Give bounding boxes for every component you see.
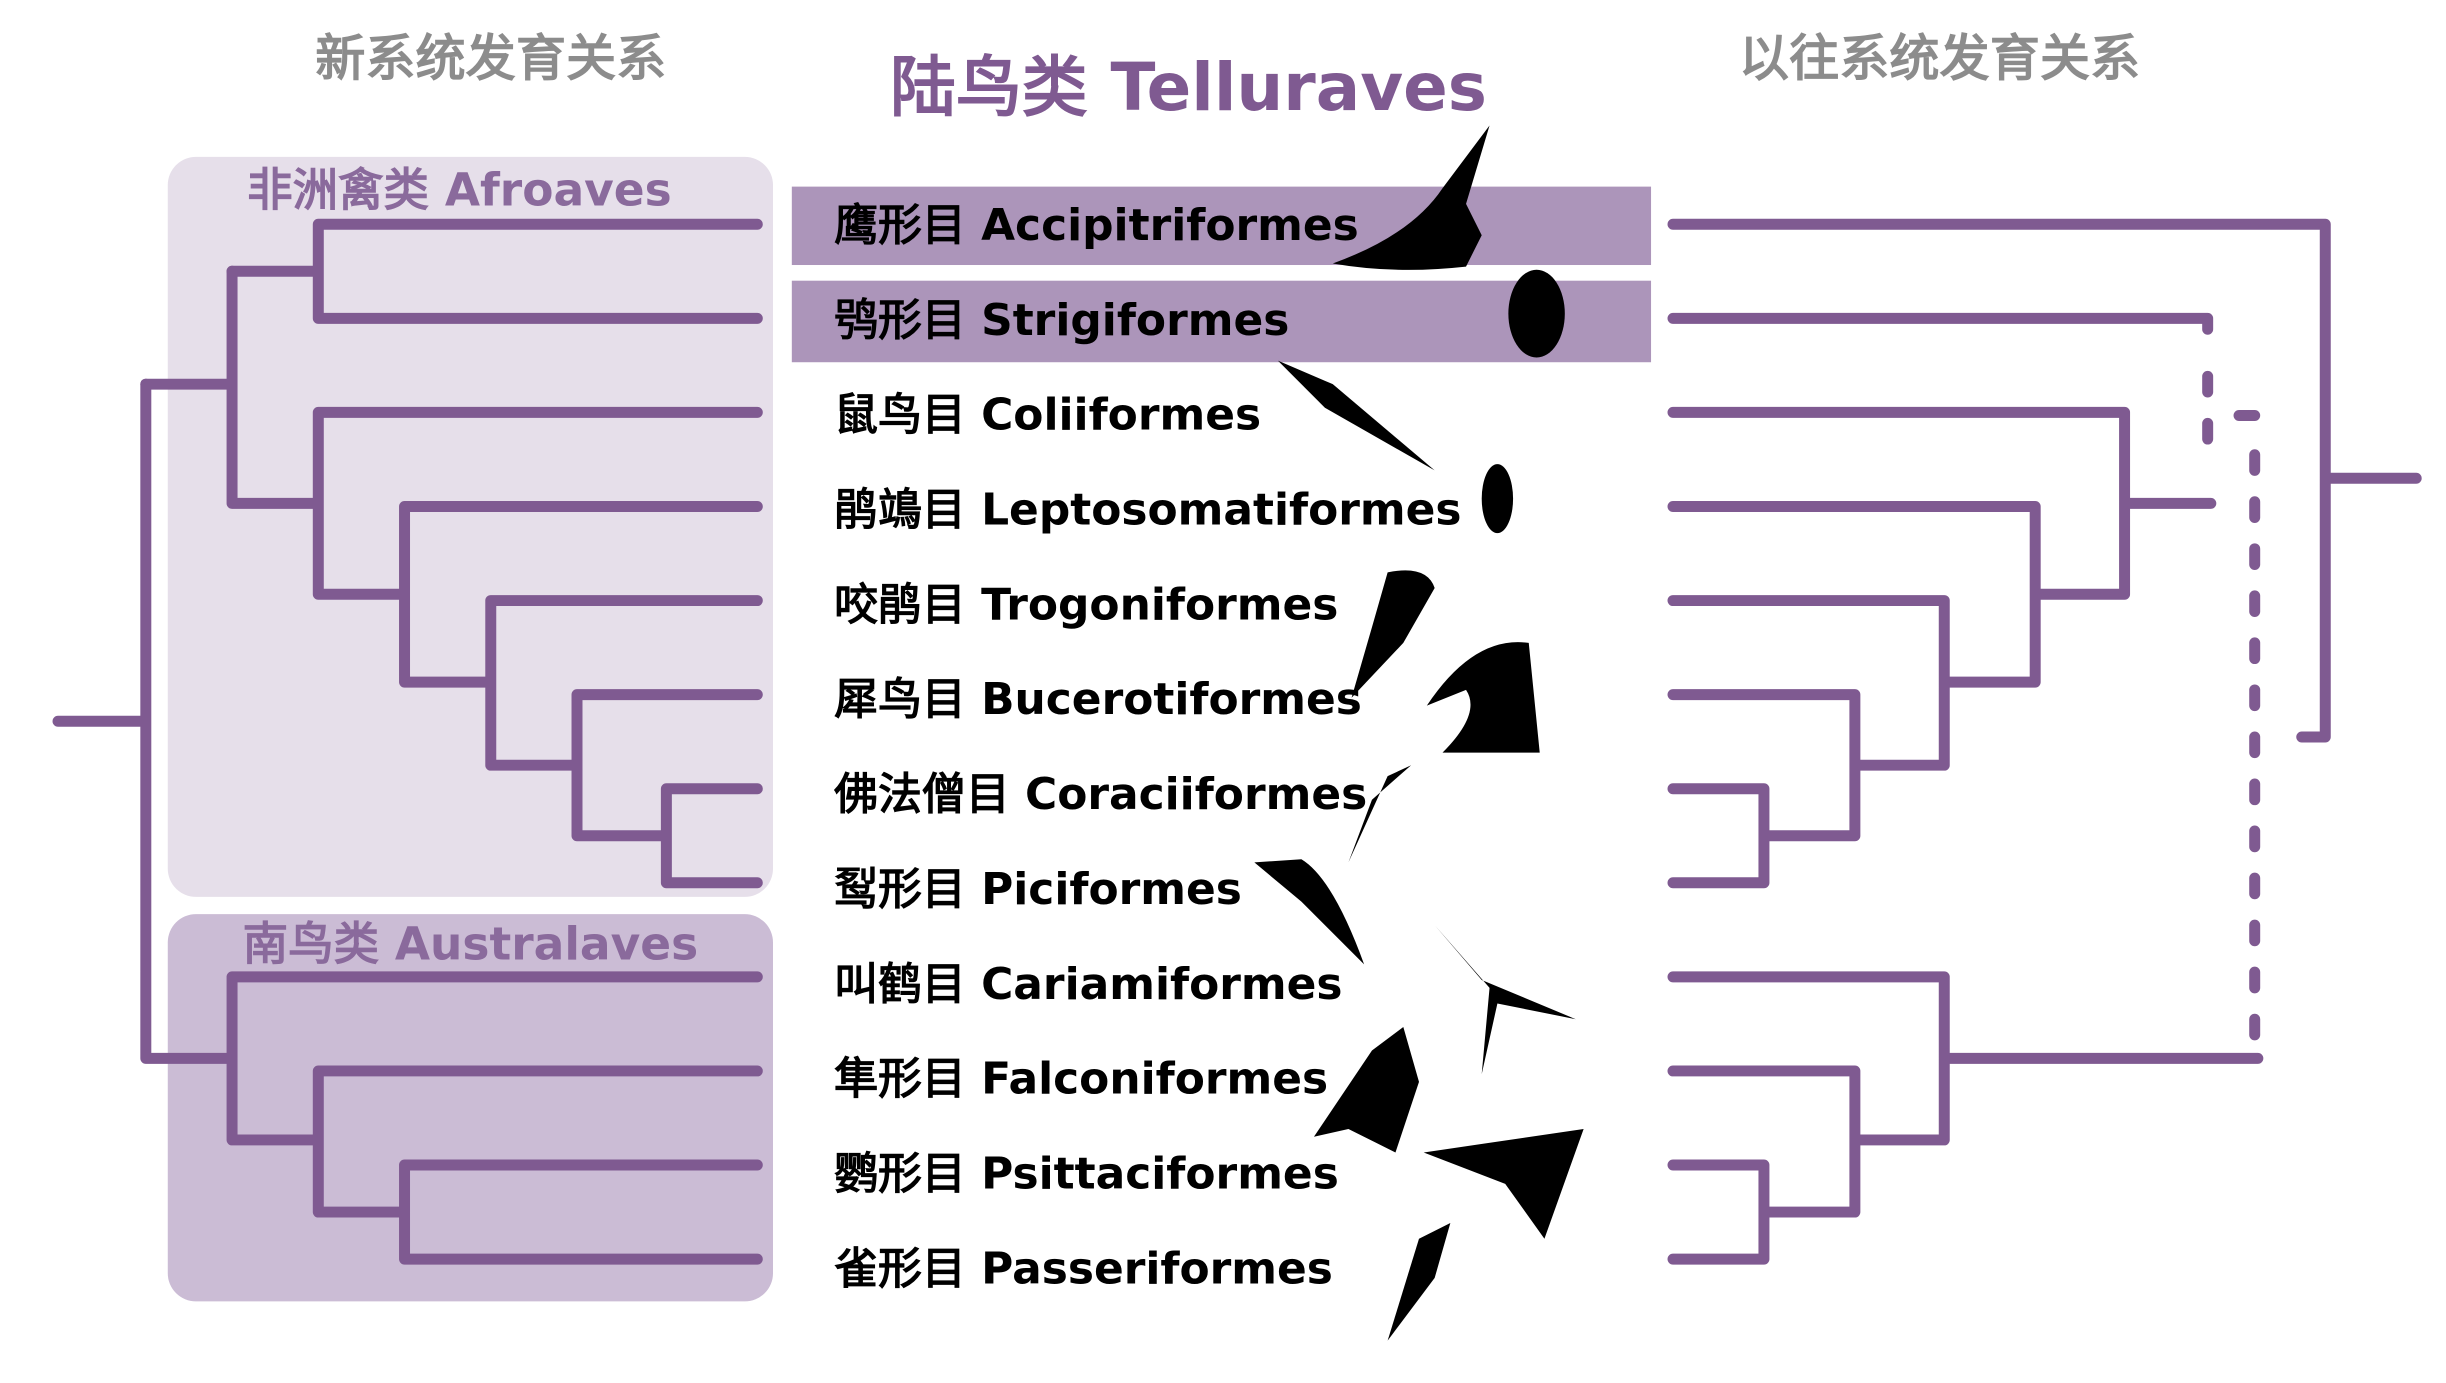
- eagle-silhouette-icon: [1332, 125, 1490, 270]
- order-label: 咬鹃目 Trogoniformes: [834, 579, 1338, 630]
- parrot-silhouette-icon: [1423, 1128, 1584, 1239]
- order-label: 鼠鸟目 Coliiformes: [834, 390, 1261, 441]
- highlight-strigiformes: [791, 280, 1652, 363]
- order-label: 鸮形目 Strigiformes: [834, 295, 1289, 346]
- order-label: 鹃鴗目 Leptosomatiformes: [834, 485, 1461, 536]
- old-phylogeny-tree: [1667, 218, 2422, 1265]
- mousebird-silhouette-icon: [1277, 360, 1435, 471]
- owl-silhouette-icon: [1508, 269, 1565, 358]
- old-phylogeny-heading: 以往系统发育关系: [1739, 28, 2140, 87]
- sparrow-silhouette-icon: [1387, 1223, 1451, 1341]
- kingfisher-silhouette-icon: [1254, 859, 1365, 965]
- order-label: 犀鸟目 Bucerotiformes: [834, 674, 1362, 725]
- australaves-label: 南鸟类 Australaves: [243, 918, 699, 971]
- order-label: 鹰形目 Accipitriformes: [834, 200, 1359, 251]
- afroaves-box: [167, 156, 773, 897]
- order-label: 叫鹤目 Cariamiformes: [834, 959, 1342, 1010]
- order-label: 鹦形目 Psittaciformes: [834, 1149, 1339, 1200]
- order-label: 佛法僧目 Coraciiformes: [833, 769, 1367, 820]
- seriema-silhouette-icon: [1434, 925, 1576, 1075]
- page-title: 陆鸟类 Telluraves: [890, 49, 1487, 126]
- order-label: 雀形目 Passeriformes: [834, 1243, 1333, 1294]
- hornbill-silhouette-icon: [1426, 642, 1540, 753]
- falcon-silhouette-icon: [1313, 1027, 1419, 1153]
- trogon-silhouette-icon: [1351, 570, 1435, 698]
- cuckoo-roller-silhouette-icon: [1481, 464, 1514, 534]
- new-phylogeny-tree: [52, 218, 763, 1265]
- order-label: 隼形目 Falconiformes: [834, 1054, 1328, 1105]
- highlight-accipitriformes: [791, 186, 1652, 266]
- new-phylogeny-heading: 新系统发育关系: [315, 28, 666, 87]
- order-labels: 鹰形目 Accipitriformes 鸮形目 Strigiformes 鼠鸟目 C…: [833, 200, 1461, 1294]
- afroaves-label: 非洲禽类 Afroaves: [247, 163, 672, 216]
- order-label: 䴕形目 Piciformes: [834, 864, 1242, 915]
- bird-silhouettes: [1254, 125, 1584, 1341]
